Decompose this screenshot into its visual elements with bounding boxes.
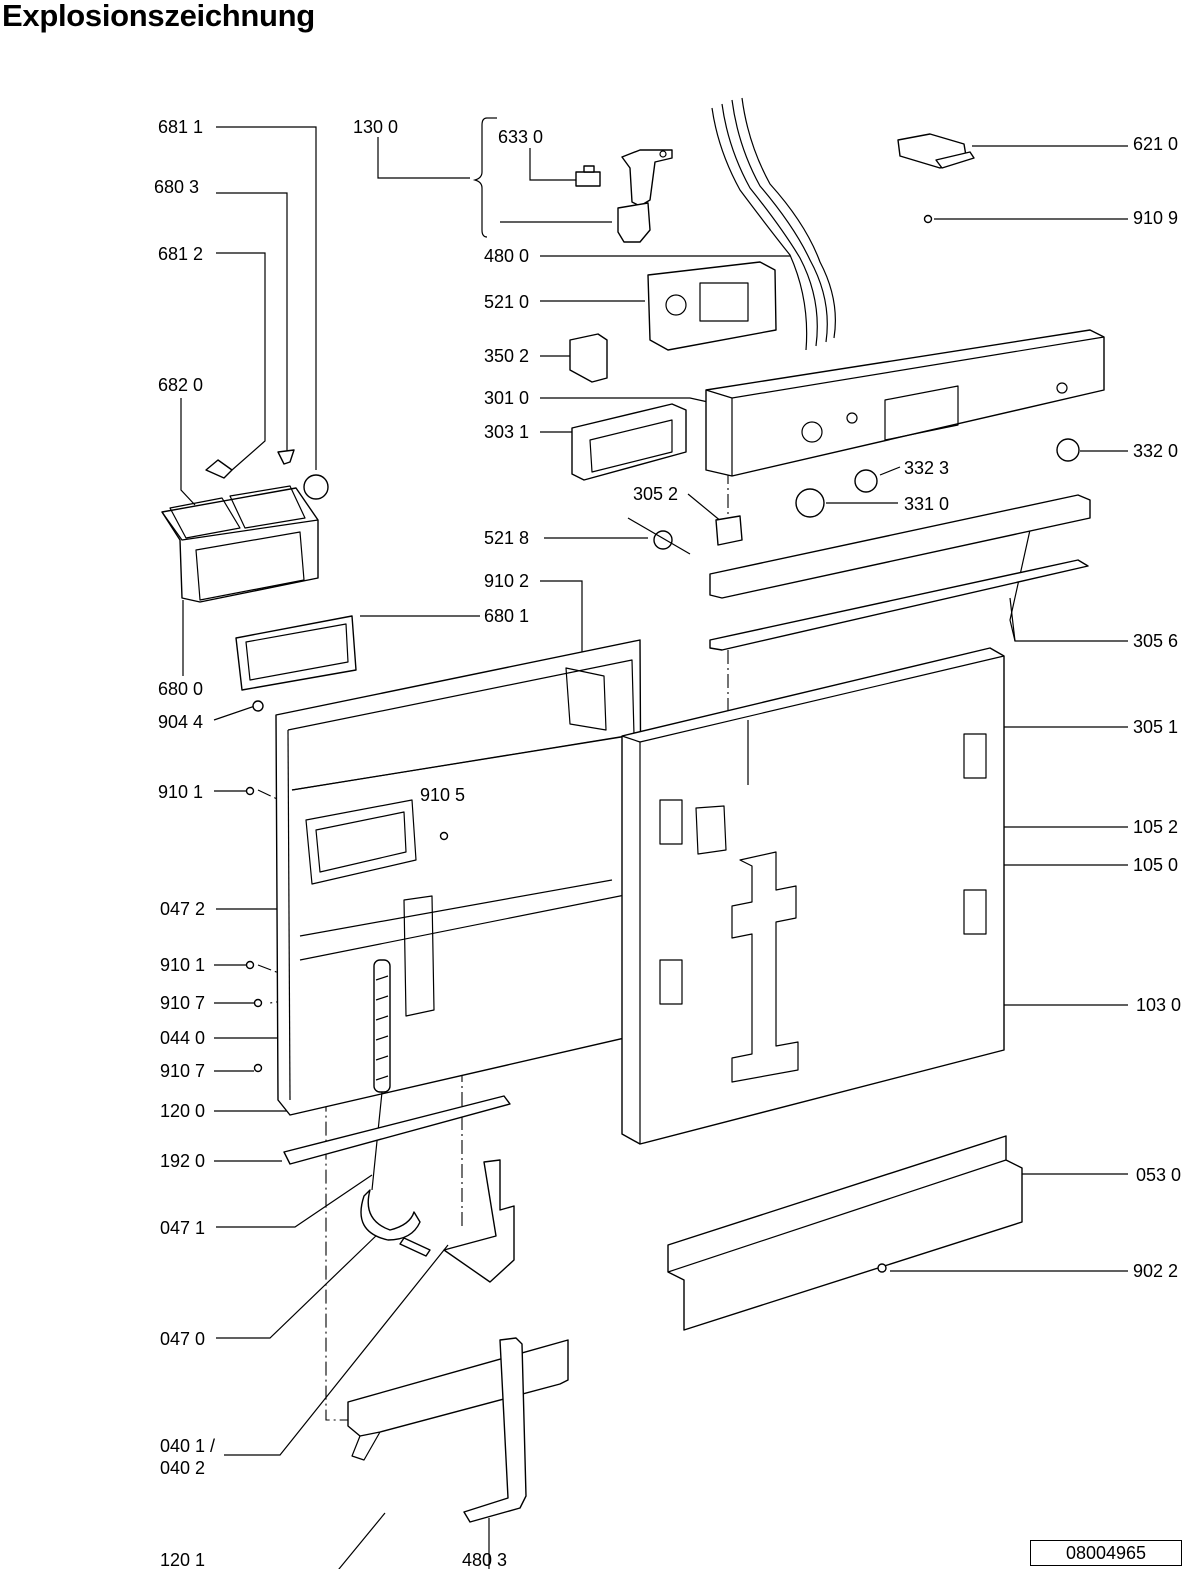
- label-5218: 521 8: [484, 528, 529, 548]
- part-1030-outer-door: [621, 647, 1005, 1145]
- part-6330-microswitch: [575, 165, 601, 187]
- label-3310: 331 0: [904, 494, 949, 514]
- label-9109: 910 9: [1133, 208, 1178, 228]
- part-9107-screws: [253, 998, 263, 1073]
- part-6803-pin: [277, 449, 295, 465]
- label-6803: 680 3: [154, 177, 199, 197]
- part-9109-screw: [923, 214, 933, 224]
- part-5210-control-module: [647, 261, 777, 351]
- part-3052-holder: [715, 515, 743, 546]
- label-0472: 047 2: [160, 899, 205, 919]
- part-9044-nut: [252, 700, 264, 712]
- label-9044: 904 4: [158, 712, 203, 732]
- label-4800: 480 0: [484, 246, 529, 266]
- label-9105: 910 5: [420, 785, 465, 805]
- part-4803-clip: [463, 1337, 527, 1523]
- part-630-door-latch: [617, 149, 673, 243]
- label-0402: 040 2: [160, 1458, 205, 1478]
- label-9101a: 910 1: [158, 782, 203, 802]
- label-6800: 680 0: [158, 679, 203, 699]
- part-5218-sensor: [627, 517, 691, 555]
- part-wiring-harness: [711, 97, 836, 351]
- label-0471: 047 1: [160, 1218, 205, 1238]
- label-1200: 120 0: [160, 1101, 205, 1121]
- label-1201: 120 1: [160, 1550, 205, 1569]
- label-6820: 682 0: [158, 375, 203, 395]
- label-3320: 332 0: [1133, 441, 1178, 461]
- part-3010-control-panel: [705, 329, 1105, 477]
- label-3052: 305 2: [633, 484, 678, 504]
- part-3502-clip: [569, 333, 608, 383]
- label-9101b: 910 1: [160, 955, 205, 975]
- part-9101-screws: [245, 786, 255, 970]
- label-6812: 681 2: [158, 244, 203, 264]
- label-3051: 305 1: [1133, 717, 1178, 737]
- document-number: 08004965: [1030, 1540, 1182, 1566]
- label-1050: 105 0: [1133, 855, 1178, 875]
- label-0530: 053 0: [1136, 1165, 1181, 1185]
- part-1200-inner-door: [275, 639, 643, 1116]
- label-5210: 521 0: [484, 292, 529, 312]
- label-0440: 044 0: [160, 1028, 205, 1048]
- label-3010: 301 0: [484, 388, 529, 408]
- part-3056-trim-strips: [709, 494, 1091, 651]
- part-0530-toe-kick: [667, 1135, 1023, 1331]
- page-title: Explosionszeichnung: [2, 0, 315, 33]
- label-3056: 305 6: [1133, 631, 1178, 651]
- part-3320-knob: [1056, 438, 1080, 462]
- part-0440-spring: [371, 959, 391, 1191]
- part-9105-screw: [439, 831, 449, 841]
- part-0401-hinge-bracket: [443, 1159, 515, 1283]
- part-6812-lever: [205, 459, 233, 479]
- part-6210-connector: [897, 133, 975, 169]
- label-0470: 047 0: [160, 1329, 205, 1349]
- label-3502: 350 2: [484, 346, 529, 366]
- label-4803: 480 3: [462, 1550, 507, 1569]
- part-1920-seal-strip: [283, 1095, 511, 1165]
- label-9107a: 910 7: [160, 993, 205, 1013]
- label-3323: 332 3: [904, 458, 949, 478]
- part-3310-knob: [795, 488, 825, 518]
- label-6811: 681 1: [158, 117, 203, 137]
- part-0402-bottom-rail: [347, 1339, 569, 1461]
- label-9102: 910 2: [484, 571, 529, 591]
- label-6210: 621 0: [1133, 134, 1178, 154]
- label-6801: 680 1: [484, 606, 529, 626]
- label-1030: 103 0: [1136, 995, 1181, 1015]
- part-labels: 681 1 130 0 633 0 621 0 680 3 910 9 681 …: [154, 117, 1181, 1569]
- part-3031-handle: [571, 403, 687, 481]
- label-0401: 040 1 /: [160, 1436, 215, 1456]
- label-9107b: 910 7: [160, 1061, 205, 1081]
- label-1300: 130 0: [353, 117, 398, 137]
- label-1920: 192 0: [160, 1151, 205, 1171]
- part-6811-cap: [303, 474, 329, 500]
- part-0471-hinge-hook: [360, 1189, 431, 1257]
- part-3323-knob: [854, 469, 878, 493]
- label-9022: 902 2: [1133, 1261, 1178, 1281]
- part-6800-dispenser: [161, 485, 319, 603]
- label-6330: 633 0: [498, 127, 543, 147]
- label-3031: 303 1: [484, 422, 529, 442]
- part-6801-gasket: [235, 615, 357, 691]
- label-1052: 105 2: [1133, 817, 1178, 837]
